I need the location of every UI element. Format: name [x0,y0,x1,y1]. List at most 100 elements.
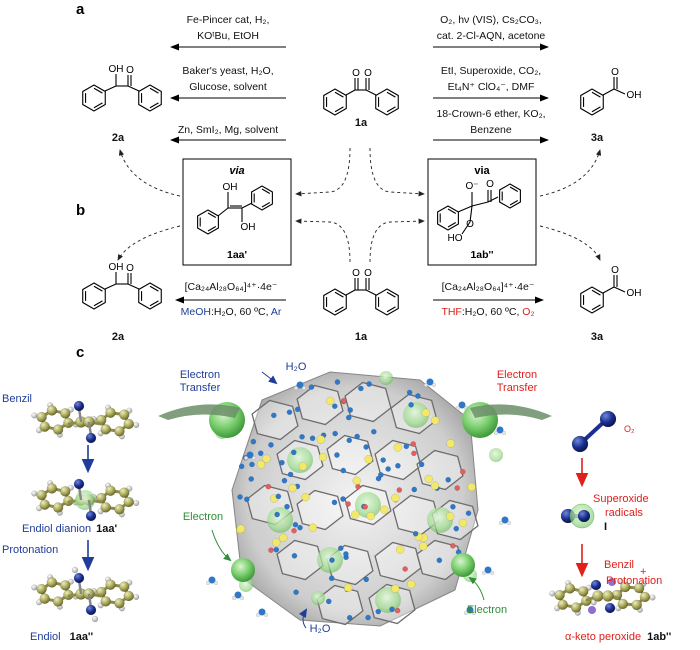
atom-label: OH [109,64,124,75]
atom-label: OH [109,262,124,273]
benzene-ring [251,185,273,211]
solvent-text-right: THF:H₂O, 60 ºC, O₂ [441,306,534,318]
atom-label: OH [223,182,238,193]
superoxide-model [560,503,595,529]
atom-label: OH [627,90,642,101]
atom-sphere [604,602,616,614]
compound-label-1ab: 1ab'' [470,249,493,261]
compound-label-3a-b: 3a [591,331,604,343]
benzene-ring [580,286,604,314]
atom-sphere [105,485,116,496]
atom-sphere [639,591,651,603]
atom-label: O [364,268,372,279]
atom-sphere [46,405,58,416]
panel-label-a: a [76,1,85,18]
benzil-3d-model [31,400,140,444]
electron-transfer-label-left-2: Transfer [180,382,221,394]
condition-text: KOᵗBu, EtOH [197,30,259,42]
endiol-dianion-3d-model [31,478,140,522]
atom-sphere [39,421,50,432]
atom-sphere [119,487,130,498]
endiol-3d-model [31,566,140,623]
compound-label-1a: 1a [355,117,368,129]
benzene-ring [375,288,399,316]
atom-sphere [114,426,125,437]
atom-sphere [578,586,589,597]
atom-sphere [39,593,50,604]
atom-sphere [577,509,591,523]
atom-sphere [105,407,116,418]
atom-sphere [52,424,64,435]
atom-sphere [73,572,85,584]
atom-sphere [105,579,116,590]
atom-label: O [126,263,134,274]
benzene-ring [323,288,347,316]
atom-sphere [620,581,631,593]
atom-label: O [611,265,619,276]
electron-transfer-arrow-right [470,404,552,420]
benzene-ring [138,84,162,112]
superoxide-label-2: radicals [605,507,643,519]
atom-sphere [592,590,604,602]
atom-sphere [554,589,565,601]
atom-sphere [549,590,556,597]
electron-label-right: Electron [467,604,507,616]
atom-sphere [114,598,125,609]
atom-sphere [46,577,58,588]
atom-sphere [52,502,64,513]
atom-sphere [46,483,58,494]
atom-label: O [126,65,134,76]
atom-sphere [36,411,47,423]
atom-sphere [31,412,38,419]
atom-sphere [60,408,71,419]
atom-label: O⁻ [465,181,478,192]
atom-sphere [71,566,79,574]
condition-text: Glucose, solvent [189,81,267,93]
atom-sphere [36,489,47,501]
water-arrow [298,608,308,629]
benzoic-acid-structure-b: OOH [580,265,642,314]
atom-sphere [91,615,99,623]
atom-sphere [599,410,617,428]
plus-label: + [640,566,646,578]
via-box-left [182,158,292,266]
condition-text: EtI, Superoxide, CO₂, [441,65,541,77]
atom-label: O [364,68,372,79]
via-box-right [427,158,537,266]
benzene-ring [375,88,399,116]
electride-cage-cluster [206,371,511,627]
benzil-protonation-label-2: Protonation [606,575,662,587]
superoxide-label-1: Superoxide [593,493,649,505]
atom-sphere [123,418,134,430]
compound-label-1a-b: 1a [355,331,368,343]
condition-text: Fe-Pincer cat, H₂, [187,14,270,26]
atom-sphere [123,590,134,602]
atom-sphere [119,409,130,420]
benzoic-acid-structure: OOH [580,67,642,116]
atom-sphere [36,583,47,595]
atom-sphere [100,596,111,607]
atom-label: OH [241,222,256,233]
benzene-ring [323,88,347,116]
atom-sphere [119,581,130,592]
electron-transfer-label-right-2: Transfer [497,382,538,394]
atom-sphere [100,424,111,435]
peroxide-3d-model [549,578,656,616]
atom-label: O [466,219,474,230]
electron-label-left: Electron [183,511,223,523]
water-label-bottom: H₂O [310,623,331,635]
electron-transfer-arrow-left [158,404,240,420]
solvent-text-left: MeOH:H₂O, 60 ºC, Ar [181,306,282,318]
atom-sphere [123,496,134,508]
atom-sphere [60,486,71,497]
atom-sphere [114,504,125,515]
atom-label: O [352,268,360,279]
atom-sphere [602,590,614,602]
via-title-left: via [229,165,244,177]
benzene-ring [82,282,106,310]
